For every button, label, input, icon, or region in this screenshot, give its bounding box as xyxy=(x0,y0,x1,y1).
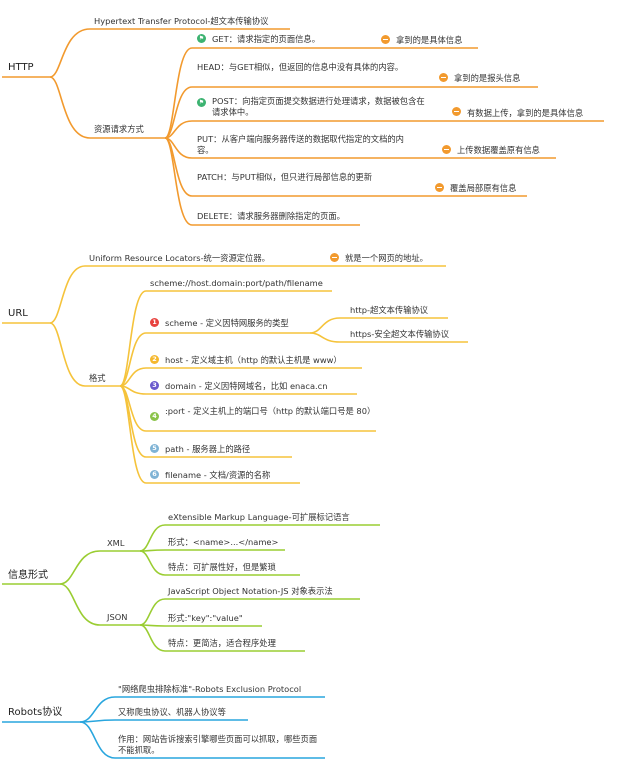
url-root: URL xyxy=(8,308,28,319)
minus-icon xyxy=(452,107,461,116)
url-item-domain: domain - 定义因特网域名，比如 enaca.cn xyxy=(165,381,328,391)
http-post: POST：向指定页面提交数据进行处理请求，数据被包含在请求体中。 xyxy=(212,96,425,117)
minus-icon xyxy=(439,73,448,82)
http-patch: PATCH：与PUT相似，但只进行局部信息的更新 xyxy=(197,172,373,182)
robots-item: "网络爬虫排除标准"-Robots Exclusion Protocol xyxy=(118,684,302,694)
minus-icon xyxy=(330,253,339,262)
http-head-note: 拿到的是报头信息 xyxy=(454,73,521,83)
http-protocol: Hypertext Transfer Protocol-超文本传输协议 xyxy=(94,16,269,26)
url-format-label: 格式 xyxy=(89,373,106,383)
number-badge-5: 5 xyxy=(150,444,159,453)
number-badge-6: 6 xyxy=(150,470,159,479)
http-get: GET：请求指定的页面信息。 xyxy=(212,34,321,44)
http-put-note: 上传数据覆盖原有信息 xyxy=(457,145,540,155)
http-delete: DELETE：请求服务器删除指定的页面。 xyxy=(197,211,345,221)
http-put: PUT：从客户端向服务器传送的数据取代指定的文档的内容。 xyxy=(197,134,404,155)
flag-icon: ⚑ xyxy=(197,34,206,43)
url-item-path: path - 服务器上的路径 xyxy=(165,444,251,454)
robots-root: Robots协议 xyxy=(8,707,63,718)
minus-icon xyxy=(381,35,390,44)
url-scheme-line: scheme://host.domain:port/path/filename xyxy=(150,278,323,288)
http-patch-note: 覆盖局部原有信息 xyxy=(450,183,517,193)
info-xml-label: XML xyxy=(107,538,125,548)
minus-icon xyxy=(435,183,444,192)
robots-connectors xyxy=(2,696,325,759)
info-connectors xyxy=(2,524,380,652)
robots-item: 又称爬虫协议、机器人协议等 xyxy=(118,707,226,717)
info-json-label: JSON xyxy=(107,612,128,622)
info-json-item: 特点：更简洁，适合程序处理 xyxy=(168,638,276,648)
info-root: 信息形式 xyxy=(8,570,48,581)
http-root: HTTP xyxy=(8,62,34,73)
info-json-item: 形式:"key":"value" xyxy=(168,613,243,623)
info-xml-item: eXtensible Markup Language-可扩展标记语言 xyxy=(168,512,350,522)
url-connectors xyxy=(2,265,468,484)
url-item-port: :port - 定义主机上的端口号（http 的默认端口号是 80） xyxy=(165,406,376,416)
url-item-host: host - 定义域主机（http 的默认主机是 www） xyxy=(165,355,342,365)
info-json-item: JavaScript Object Notation-JS 对象表示法 xyxy=(168,586,333,596)
robots-item: 作用：网站告诉搜索引擎哪些页面可以抓取，哪些页面不能抓取。 xyxy=(118,734,318,755)
url-item-filename: filename - 文档/资源的名称 xyxy=(165,470,271,480)
info-xml-item: 形式：<name>...</name> xyxy=(168,537,279,547)
http-get-note: 拿到的是具体信息 xyxy=(396,35,463,45)
minus-icon xyxy=(442,145,451,154)
http-methods-label: 资源请求方式 xyxy=(94,124,144,134)
url-item-scheme: scheme - 定义因特网服务的类型 xyxy=(165,318,289,328)
http-post-note: 有数据上传，拿到的是具体信息 xyxy=(467,108,584,118)
number-badge-2: 2 xyxy=(150,355,159,364)
url-scheme-https: https-安全超文本传输协议 xyxy=(350,329,450,339)
number-badge-4: 4 xyxy=(150,412,159,421)
http-head: HEAD：与GET相似，但返回的信息中没有具体的内容。 xyxy=(197,62,404,72)
number-badge-1: 1 xyxy=(150,318,159,327)
flag-icon: ⚑ xyxy=(197,98,206,107)
url-full: Uniform Resource Locators-统一资源定位器。 xyxy=(89,253,270,263)
number-badge-3: 3 xyxy=(150,381,159,390)
url-full-note: 就是一个网页的地址。 xyxy=(345,253,428,263)
http-connectors xyxy=(2,28,604,226)
url-scheme-http: http-超文本传输协议 xyxy=(350,305,429,315)
info-xml-item: 特点：可扩展性好，但是繁琐 xyxy=(168,562,276,572)
